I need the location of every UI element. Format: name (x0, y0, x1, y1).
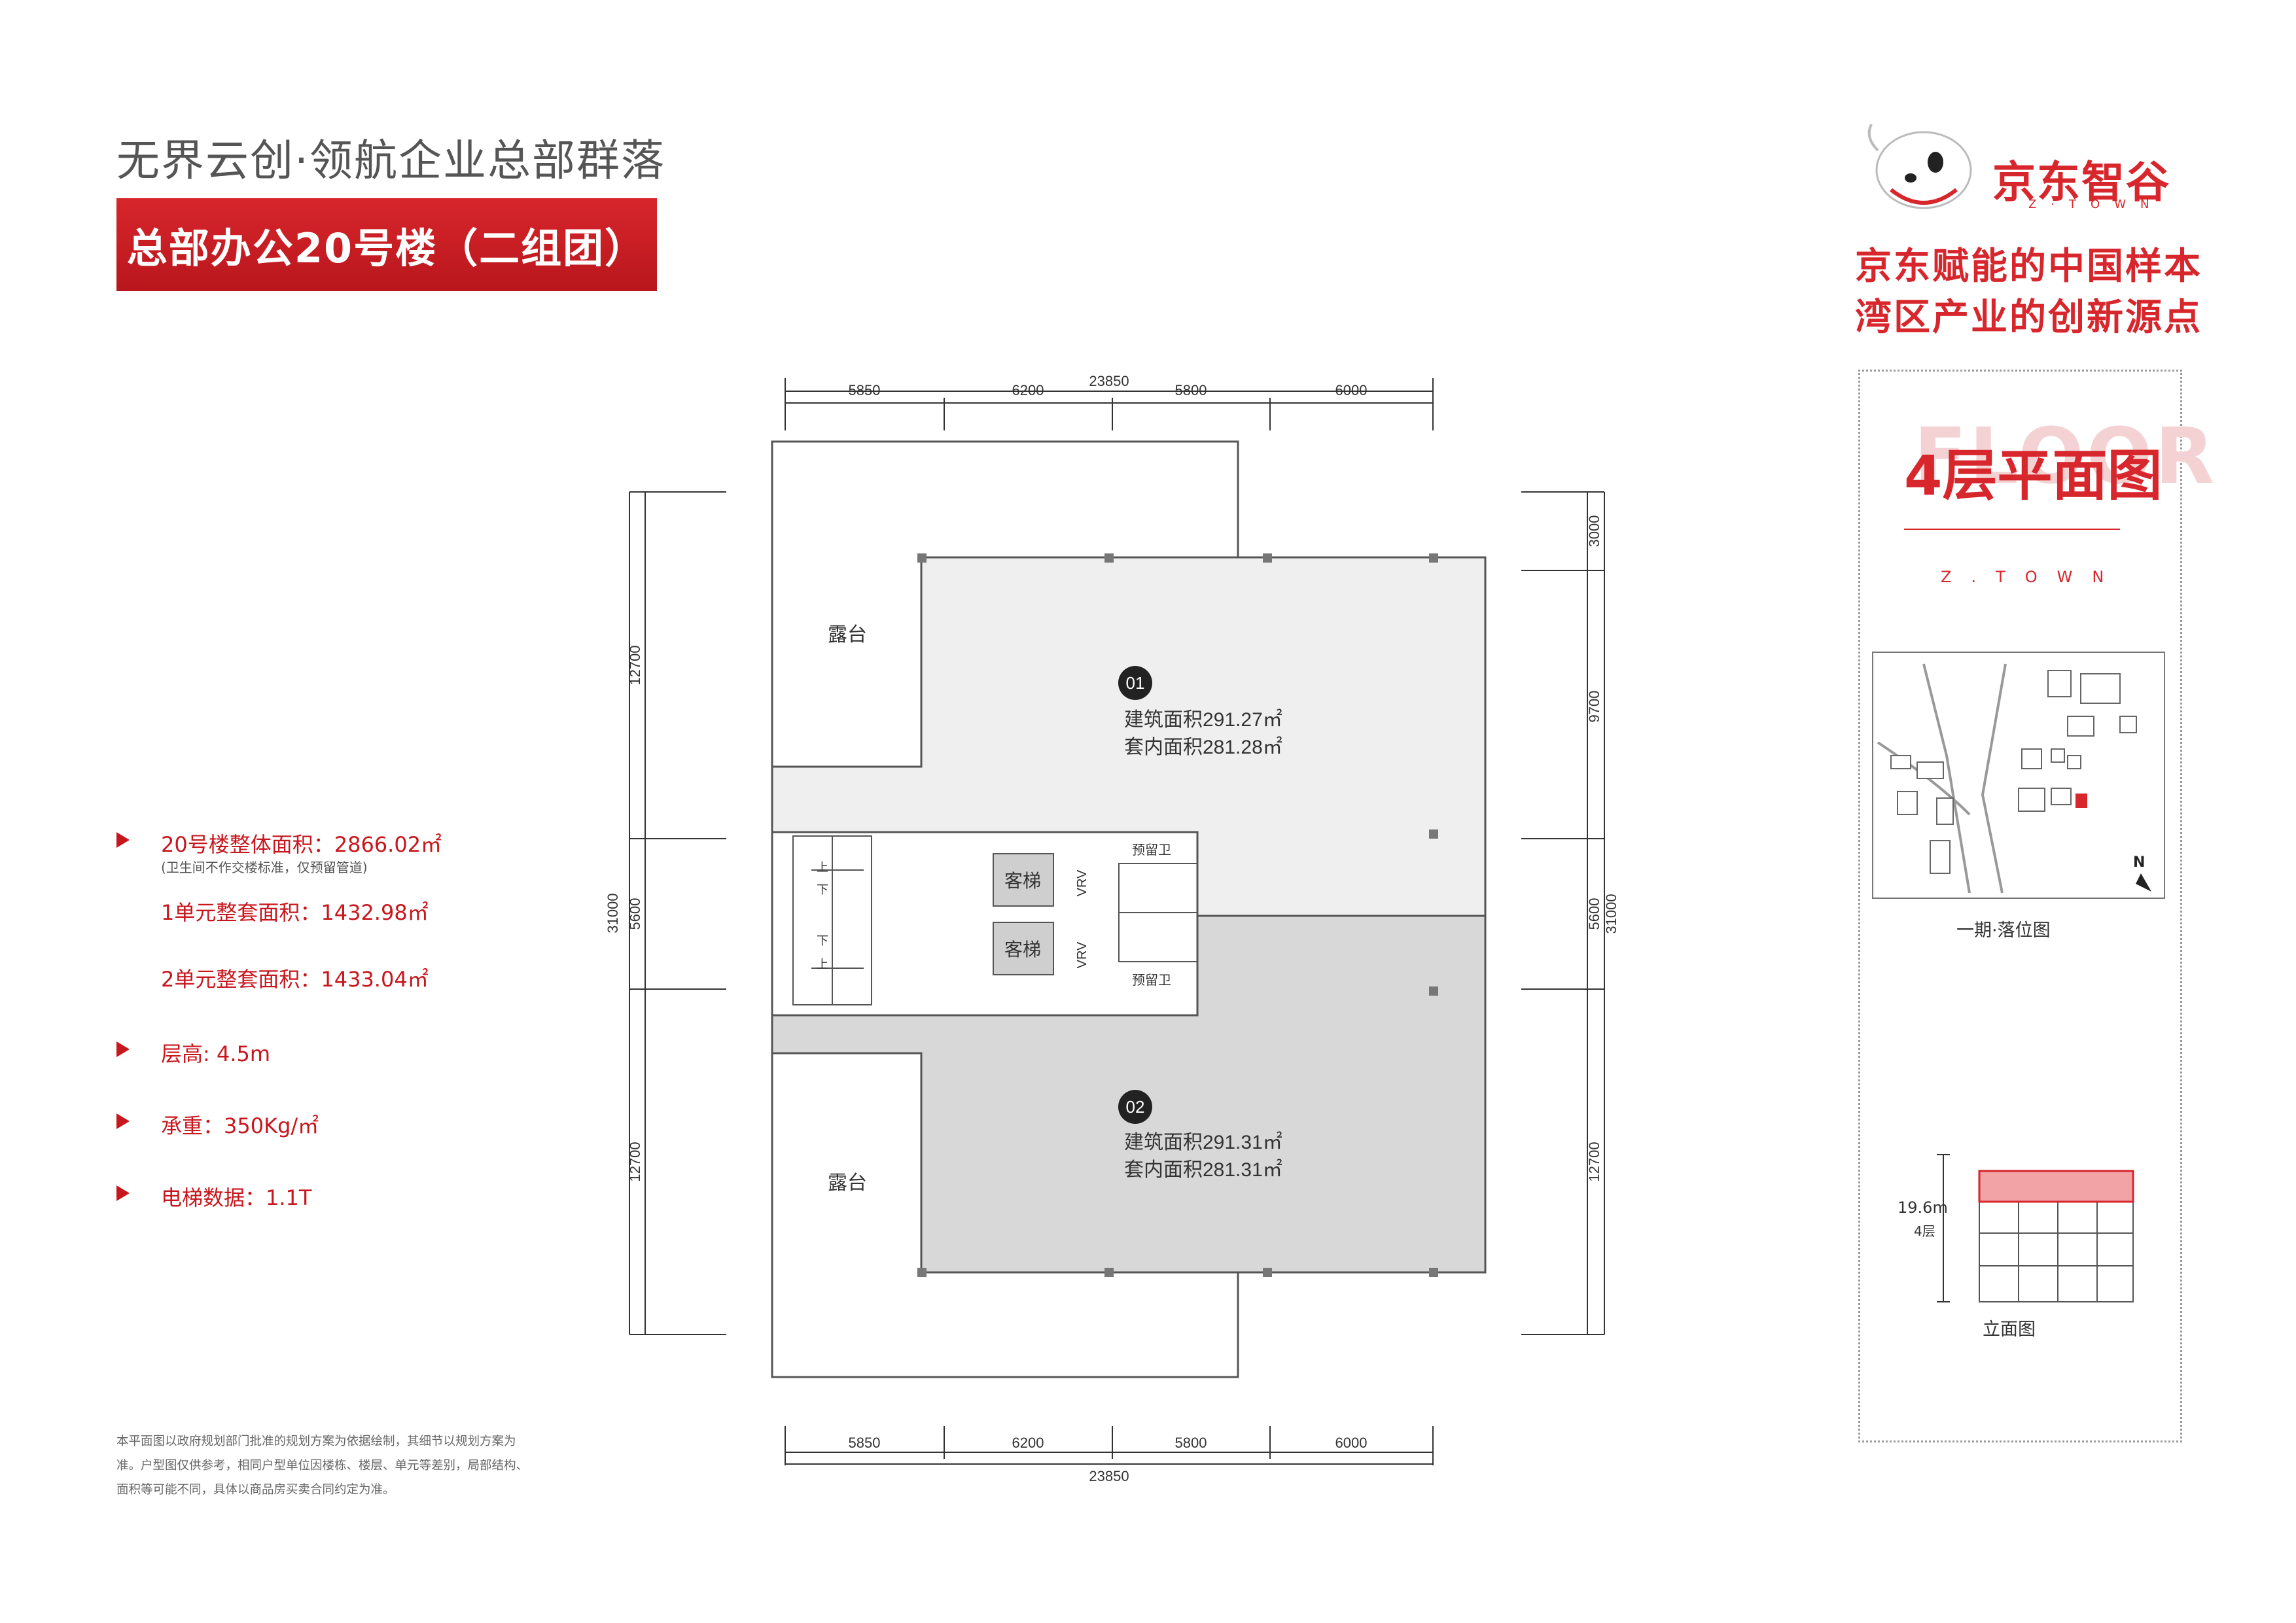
reserved-wc-1: 预留卫 (1132, 843, 1171, 858)
bottom-dim-1: 5850 (849, 1435, 881, 1451)
elevator-label-1: 客梯 (1004, 871, 1041, 891)
tagline-2: 湾区产业的创新源点 (1855, 296, 2202, 339)
building-title: 总部办公20号楼（二组团） (116, 198, 657, 291)
disclaimer: 本平面图以政府规划部门批准的规划方案为依据绘制，其细节以规划方案为准。户型图仅供… (116, 1435, 529, 1497)
bottom-dim-2: 6200 (1012, 1435, 1044, 1451)
north-arrow-icon (2136, 873, 2151, 892)
unit2-area-text: 2单元整套面积：1433.04㎡ (161, 967, 429, 992)
elevator-label-2: 客梯 (1004, 939, 1041, 960)
floor-divider (1904, 529, 2120, 530)
reserved-wc-2: 预留卫 (1132, 973, 1171, 988)
slogan: 无界云创·领航企业总部群落 (116, 135, 665, 186)
elevation-height: 19.6m (1898, 1198, 1948, 1217)
unit-2-badge (1118, 1090, 1152, 1124)
columns (917, 553, 1438, 1277)
left-dim-1: 12700 (627, 645, 643, 685)
unit-1-badge (1118, 666, 1152, 700)
right-dim-1: 3000 (1586, 515, 1602, 548)
stair-down-2: 下 (817, 934, 828, 947)
right-total-dim: 31000 (1603, 894, 1619, 934)
unit-2-net: 套内面积281.31㎡ (1124, 1159, 1282, 1181)
left-dimensions (629, 491, 726, 1335)
top-dim-3: 5800 (1175, 382, 1207, 398)
total-area-text: 20号楼整体面积：2866.02㎡ (161, 832, 442, 857)
bottom-dim-3: 5800 (1175, 1435, 1207, 1451)
top-dim-1: 5850 (849, 382, 881, 398)
unit-2-number: 02 (1126, 1097, 1145, 1117)
tagline-1: 京东赋能的中国样本 (1855, 245, 2202, 288)
core (771, 831, 1199, 1017)
right-dim-4: 12700 (1586, 1142, 1602, 1181)
vrv-label-2: VRV (1075, 941, 1089, 968)
bottom-dimensions (785, 1426, 1434, 1465)
bottom-dim-4: 6000 (1335, 1435, 1368, 1451)
side-panel (1858, 370, 2182, 1442)
unit-1-gross: 建筑面积291.27㎡ (1124, 709, 1282, 731)
ztown-label: Z.TOWN (1941, 568, 2124, 586)
floor-watermark: FLOOR (1914, 411, 2217, 501)
unit-1-number: 01 (1126, 673, 1145, 693)
right-dim-2: 9700 (1586, 691, 1602, 723)
building-20-marker (2075, 794, 2087, 808)
mascot-logo-icon (1867, 124, 1972, 209)
bullet-icon (116, 1041, 130, 1057)
site-plan-caption: 一期·落位图 (1956, 920, 2051, 941)
stair-up-1: 上 (817, 861, 828, 874)
bullet-icon (116, 1185, 130, 1201)
unit1-area-text: 1单元整套面积：1432.98㎡ (161, 900, 429, 925)
left-dim-2: 5600 (627, 898, 643, 930)
left-dim-3: 12700 (627, 1142, 643, 1181)
bottom-total-dim: 23850 (1089, 1468, 1129, 1484)
total-area-note: (卫生间不作交楼标准，仅预留管道) (161, 860, 368, 875)
bullet-icon (116, 1113, 130, 1129)
floor-plan: 23850 5850 6200 5800 6000 5850 6200 5800… (605, 373, 1619, 1484)
top-dim-2: 6200 (1012, 382, 1044, 398)
stair-up-2: 上 (817, 958, 828, 971)
left-total-dim: 31000 (605, 893, 621, 933)
elevator-shafts (993, 853, 1054, 975)
top-dimensions (785, 378, 1434, 430)
right-dim-3: 5600 (1586, 898, 1602, 930)
elevation-highlight-floor (1978, 1170, 2134, 1203)
stair-down-1: 下 (817, 883, 828, 896)
terrace-label-bottom: 露台 (828, 1172, 867, 1194)
elevator-text: 电梯数据：1.1T (161, 1185, 312, 1210)
logo-sub: Z·TOWN (2028, 198, 2164, 211)
unit-1-net: 套内面积281.28㎡ (1124, 737, 1282, 758)
floor-height-text: 层高: 4.5m (161, 1041, 271, 1066)
site-plan-map: N (1872, 652, 2165, 899)
right-dimensions (1521, 491, 1605, 1335)
unit-2-gross: 建筑面积291.31㎡ (1124, 1132, 1282, 1153)
bullet-icon (116, 832, 130, 848)
north-label: N (2133, 854, 2145, 871)
logo-name: 京东智谷 (1992, 157, 2170, 207)
load-text: 承重：350Kg/㎡ (161, 1113, 319, 1138)
floor-title: 4层平面图 (1904, 444, 2163, 508)
terrace-label-top: 露台 (828, 624, 867, 646)
stair-left (792, 835, 872, 1005)
stair-right (1118, 863, 1198, 962)
top-dim-4: 6000 (1335, 382, 1368, 398)
elevation-diagram (1937, 1154, 2134, 1302)
vrv-label-1: VRV (1075, 869, 1089, 896)
top-total-dim: 23850 (1089, 373, 1129, 389)
elevation-floor: 4层 (1914, 1223, 1935, 1239)
elevation-caption: 立面图 (1983, 1319, 2036, 1340)
